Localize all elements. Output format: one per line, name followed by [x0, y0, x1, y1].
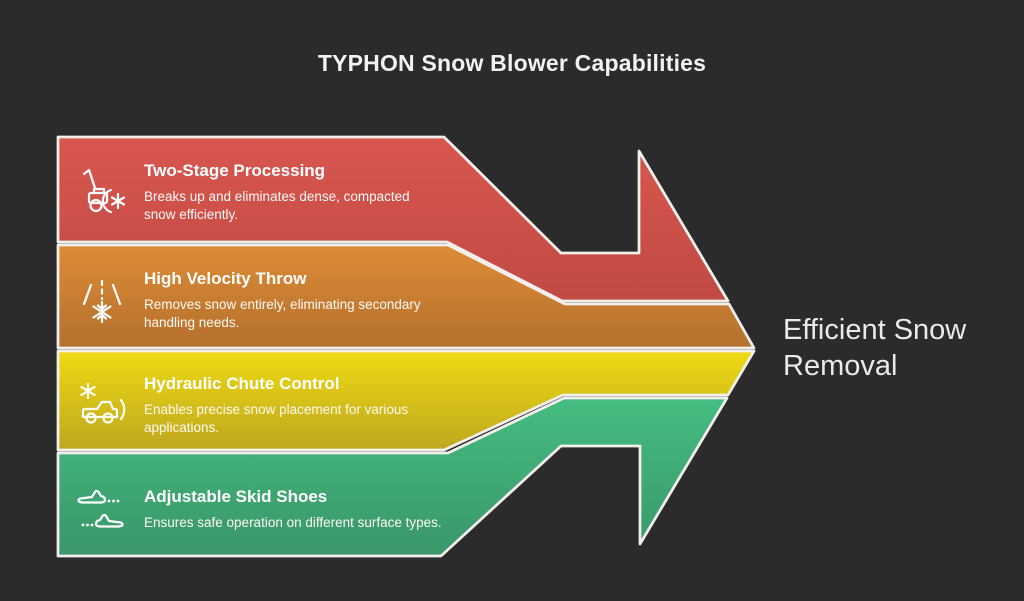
- band-text-chute-control: Hydraulic Chute Control Enables precise …: [144, 374, 448, 436]
- snow-blower-icon: [76, 168, 128, 216]
- skid-shoes-icon: [76, 485, 128, 533]
- band-description: Enables precise snow placement for vario…: [144, 402, 409, 435]
- result-label: Efficient Snow Removal: [783, 314, 967, 382]
- band-adjustable-skid-shoes: Adjustable Skid Shoes Ensures safe opera…: [76, 466, 448, 552]
- band-title: Adjustable Skid Shoes: [144, 486, 328, 506]
- band-description: Removes snow entirely, eliminating secon…: [144, 297, 421, 330]
- band-title: Two-Stage Processing: [144, 161, 326, 180]
- band-two-stage-processing: Two-Stage Processing Breaks up and elimi…: [76, 149, 448, 235]
- snow-throw-icon: [76, 276, 128, 324]
- band-description: Breaks up and eliminates dense, compacte…: [144, 189, 410, 222]
- page-title: TYPHON Snow Blower Capabilities: [317, 50, 707, 76]
- band-title: Hydraulic Chute Control: [144, 374, 340, 393]
- band-text-high-velocity: High Velocity Throw Removes snow entirel…: [144, 269, 448, 331]
- band-text-two-stage: Two-Stage Processing Breaks up and elimi…: [144, 161, 448, 223]
- band-shape-two-stage: [56, 135, 730, 303]
- band-text-skid-shoes: Adjustable Skid Shoes Ensures safe opera…: [144, 487, 448, 532]
- plow-truck-icon: [76, 381, 128, 429]
- band-high-velocity-throw: High Velocity Throw Removes snow entirel…: [76, 257, 448, 343]
- band-title: High Velocity Throw: [144, 269, 307, 288]
- band-shape-chute-control: [56, 349, 756, 452]
- band-description: Ensures safe operation on different surf…: [144, 514, 442, 530]
- band-shape-skid-shoes: [56, 396, 729, 558]
- band-hydraulic-chute-control: Hydraulic Chute Control Enables precise …: [76, 362, 448, 448]
- band-shape-high-velocity: [56, 243, 756, 350]
